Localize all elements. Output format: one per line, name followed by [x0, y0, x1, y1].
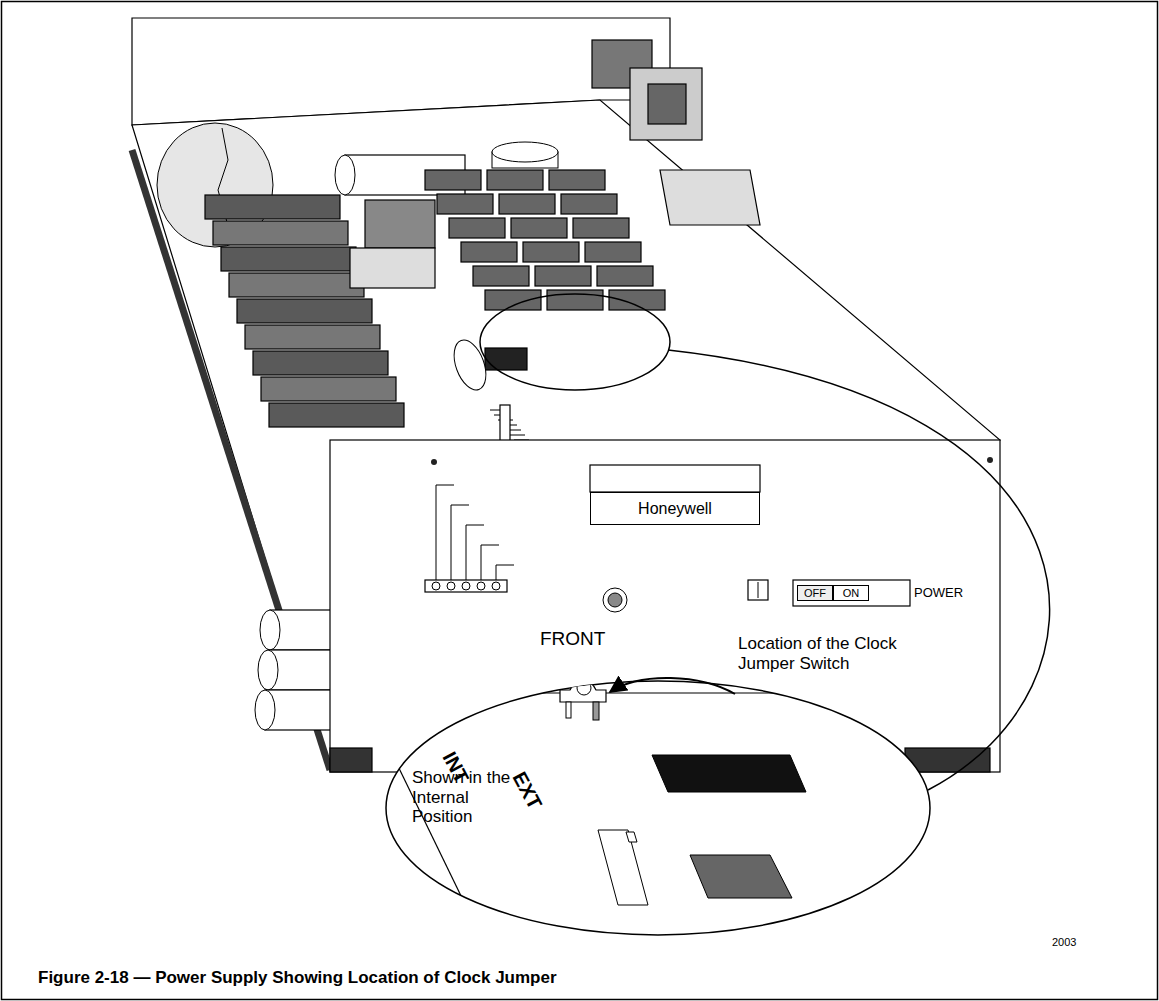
node-text: ON — [843, 587, 860, 599]
led — [477, 582, 485, 590]
small-capacitor — [448, 336, 492, 394]
small-switch — [748, 580, 768, 600]
panel-rail-right — [905, 748, 990, 772]
small-chip — [485, 348, 527, 370]
ic-chip — [425, 170, 481, 190]
node-text: OFF — [804, 587, 826, 599]
ic-chip — [461, 242, 517, 262]
knob — [603, 588, 627, 612]
capacitor-end — [260, 610, 280, 650]
switch-label: POWER — [914, 586, 963, 601]
chip — [690, 855, 792, 898]
ic-chip — [473, 266, 529, 286]
figure-number: 2003 — [1052, 936, 1076, 949]
heatsink-fin — [237, 299, 372, 323]
ic-chip — [549, 170, 605, 190]
heatsink-fin — [229, 273, 364, 297]
heatsink-fin — [245, 325, 380, 349]
jumper-hole — [577, 681, 591, 695]
relay-block — [365, 200, 435, 248]
ic-chip — [437, 194, 493, 214]
ic-chip — [487, 170, 543, 190]
heatsink-fin — [253, 351, 388, 375]
disk-capacitor-top — [492, 142, 558, 162]
screw — [987, 457, 993, 463]
jumper-pin — [593, 702, 599, 720]
connector — [598, 830, 648, 905]
jumper-pin — [566, 702, 571, 718]
heatsink-fin — [205, 195, 340, 219]
capacitor-end — [258, 650, 278, 690]
ic-chip — [485, 290, 541, 310]
ic-chip — [561, 194, 617, 214]
led — [447, 582, 455, 590]
led — [462, 582, 470, 590]
ic-chip — [573, 218, 629, 238]
switch-position: OFF — [797, 585, 833, 601]
board-edge — [480, 692, 820, 693]
connector-pin — [510, 435, 525, 436]
led-lead — [496, 565, 514, 580]
callout-text: Location of the Clock Jumper Switch — [738, 634, 918, 673]
power-switch-frame — [793, 580, 910, 606]
view-label: FRONT — [540, 628, 605, 650]
label-plate — [590, 465, 760, 492]
ic-chip — [547, 290, 603, 310]
heatsink-fin — [221, 247, 356, 271]
ic-chip — [511, 218, 567, 238]
ic-chip — [597, 266, 653, 286]
connector-tab — [626, 832, 637, 842]
screw — [431, 459, 437, 465]
leader-arrow — [610, 678, 735, 694]
detail-view — [386, 681, 930, 935]
transformer — [630, 68, 702, 140]
brand-plate: Honeywell — [590, 492, 760, 525]
jumper-switch — [560, 681, 606, 702]
heatsink-fin — [213, 221, 348, 245]
knob-center — [608, 593, 622, 607]
switch-divider — [758, 582, 759, 598]
ic-chip — [535, 266, 591, 286]
capacitor-end — [335, 155, 355, 195]
ic-chip — [499, 194, 555, 214]
chip — [652, 755, 806, 792]
ic-chip — [523, 242, 579, 262]
ic-chip — [609, 290, 665, 310]
circuit-board — [132, 18, 1050, 935]
node-text: Honeywell — [638, 500, 712, 518]
led-bar — [425, 580, 507, 592]
panel-rail-left — [330, 748, 372, 772]
connector-block — [660, 170, 760, 225]
led — [432, 582, 440, 590]
capacitor-end — [255, 690, 275, 730]
switch-position: ON — [833, 585, 869, 601]
relay-base — [350, 248, 435, 288]
led — [492, 582, 500, 590]
detail-board — [395, 681, 820, 935]
ic-chip — [449, 218, 505, 238]
heatsink-fin — [269, 403, 404, 427]
heatsink-fin — [261, 377, 396, 401]
transformer-core — [648, 84, 686, 124]
ic-chip — [585, 242, 641, 262]
figure-caption: Figure 2-18 — Power Supply Showing Locat… — [38, 968, 557, 988]
callout-circle — [480, 294, 670, 390]
